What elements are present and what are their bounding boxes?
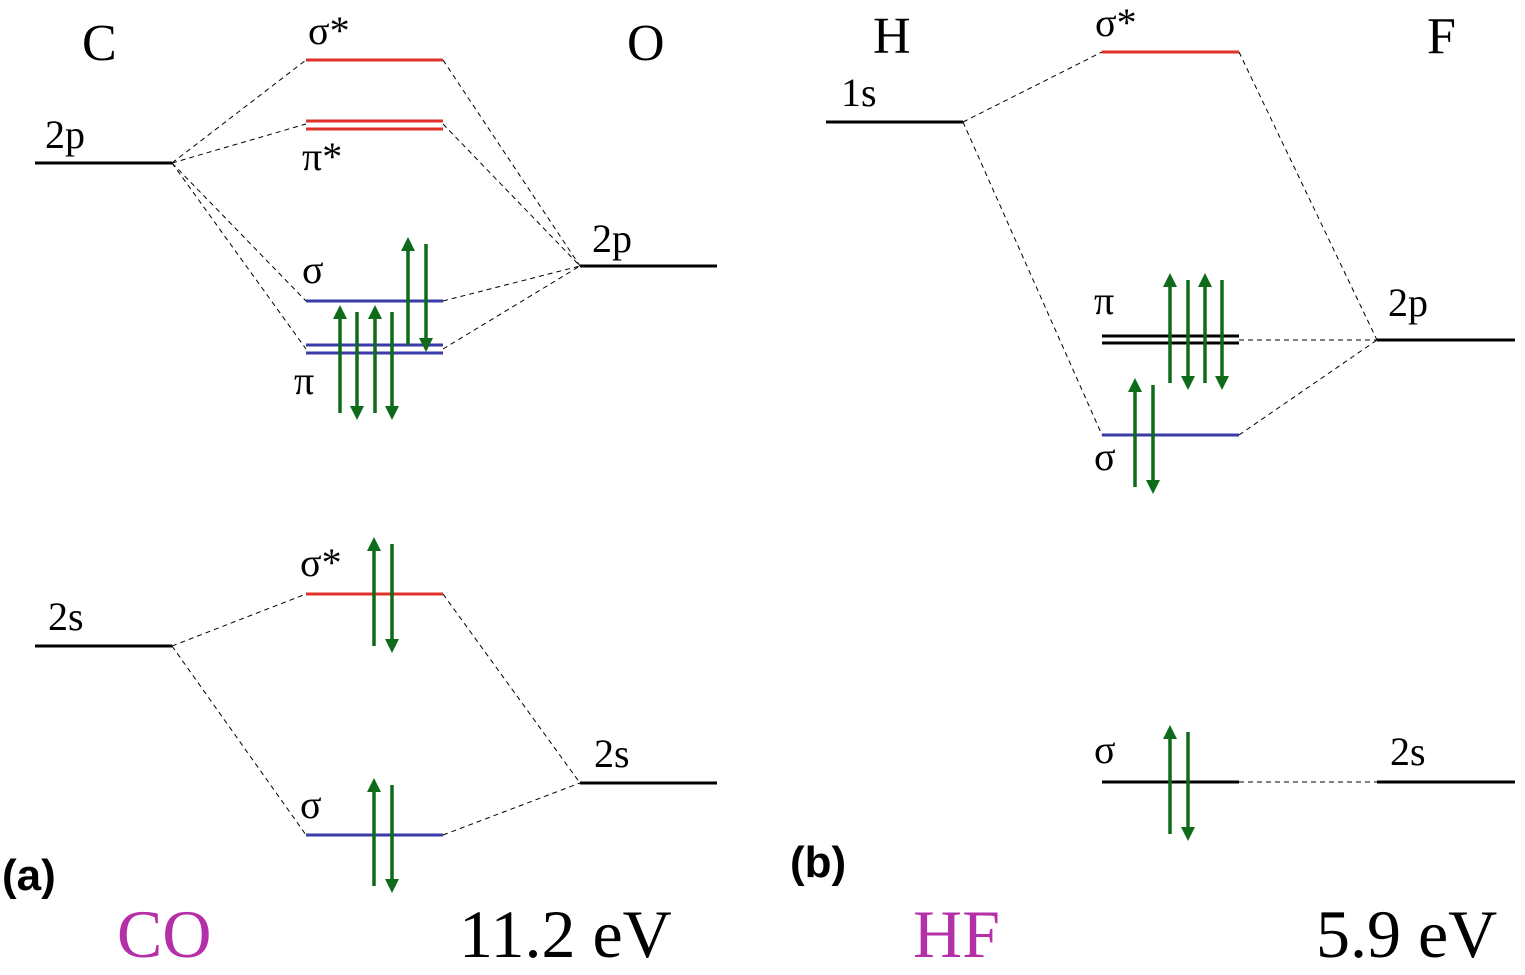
co-energy-label: 11.2 eV bbox=[459, 896, 672, 972]
pi-label: π bbox=[294, 358, 314, 403]
molecule-hf-label: HF bbox=[913, 896, 1000, 972]
sigma-bonding-label: σ bbox=[1094, 434, 1116, 479]
c-2p-label: 2p bbox=[45, 112, 85, 157]
electrons-a bbox=[333, 237, 433, 893]
pi-star-label: π* bbox=[302, 134, 342, 179]
atom-o-label: O bbox=[627, 15, 665, 72]
o-2p-label: 2p bbox=[592, 216, 632, 261]
sigma-star-2p-label: σ* bbox=[308, 8, 350, 53]
panel-a-tag: (a) bbox=[2, 851, 56, 900]
hf-energy-label: 5.9 eV bbox=[1316, 896, 1497, 972]
panel-b: H F 1s 2p 2s σ* π σ σ bbox=[790, 0, 1515, 972]
o-2s-label: 2s bbox=[594, 731, 630, 776]
f-2p-label: 2p bbox=[1388, 280, 1428, 325]
f-2s-label: 2s bbox=[1390, 729, 1426, 774]
correlation-lines-b bbox=[962, 51, 1378, 783]
sigma-2s-label: σ bbox=[1094, 727, 1116, 772]
pi-nonbonding-label: π bbox=[1094, 278, 1114, 323]
sigma-star-2s-label: σ* bbox=[300, 540, 342, 585]
sigma-2p-label: σ bbox=[302, 247, 324, 292]
atom-h-label: H bbox=[873, 8, 911, 65]
electrons-b bbox=[1128, 273, 1229, 841]
h-1s-label: 1s bbox=[841, 70, 877, 115]
panel-b-tag: (b) bbox=[790, 838, 846, 887]
correlation-lines-a bbox=[171, 59, 581, 836]
atom-c-label: C bbox=[82, 15, 117, 72]
sigma-star-label: σ* bbox=[1095, 0, 1137, 45]
atom-f-label: F bbox=[1427, 8, 1456, 65]
panel-a: C O 2p 2s 2p 2s σ* π* bbox=[2, 8, 717, 972]
c-2s-label: 2s bbox=[48, 594, 84, 639]
molecule-co-label: CO bbox=[117, 896, 211, 972]
sigma-2s-label: σ bbox=[300, 782, 322, 827]
